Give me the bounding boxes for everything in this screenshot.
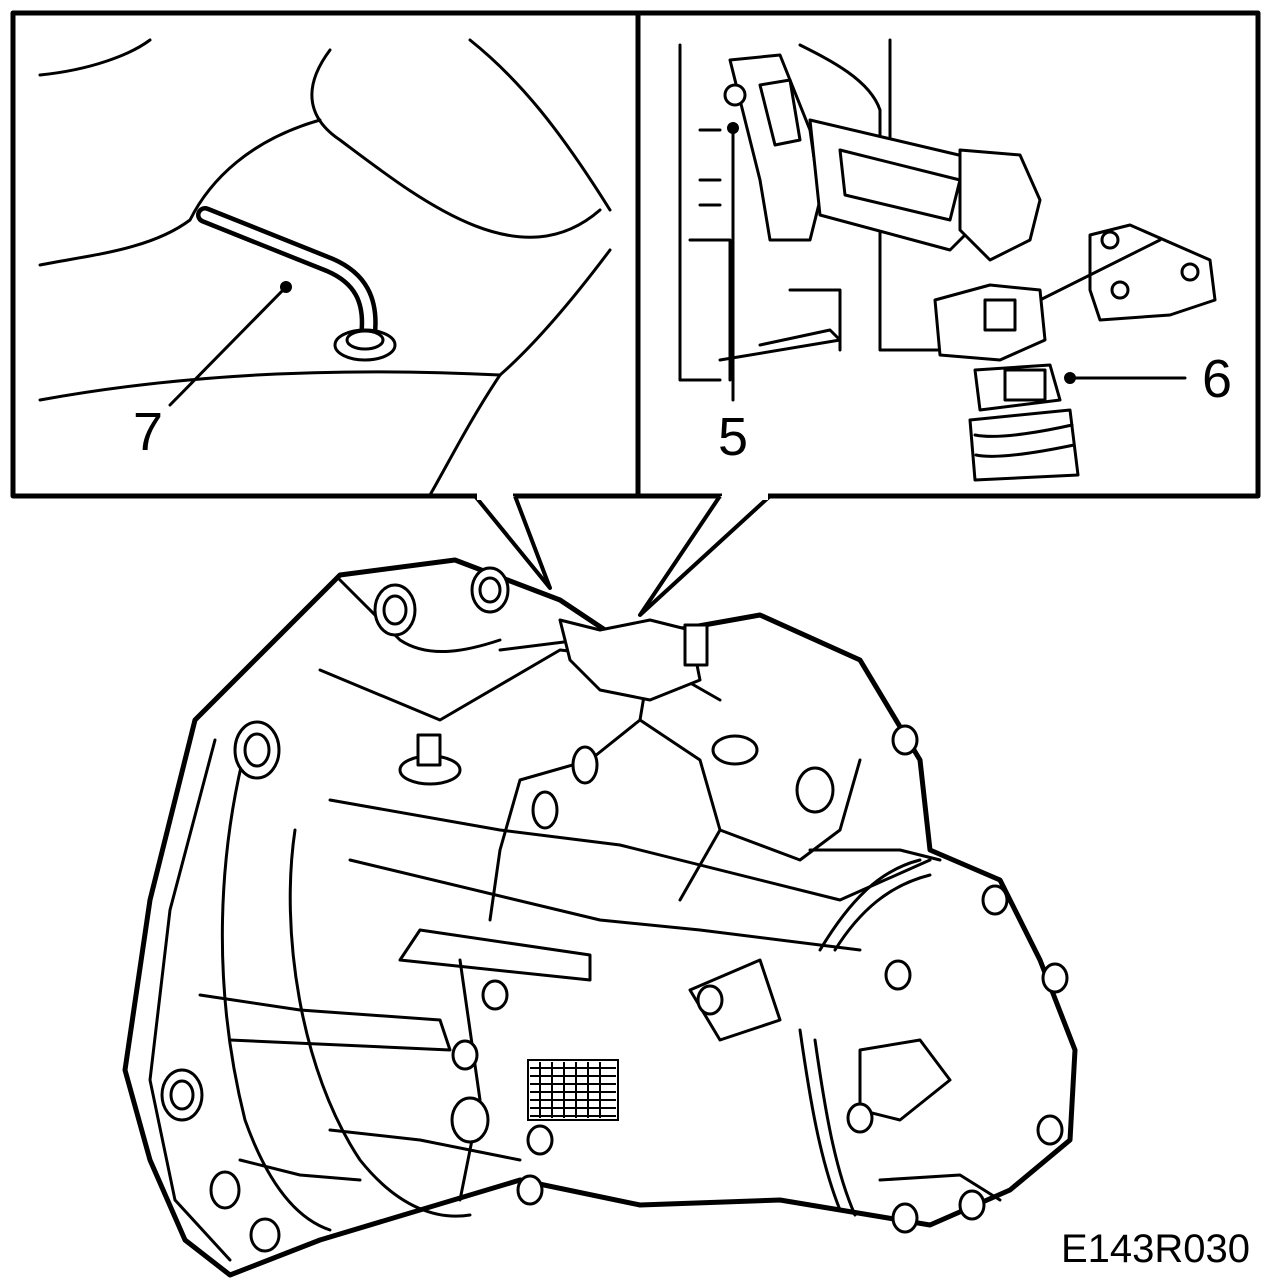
callout-7: 7 — [133, 402, 163, 462]
detail-panel-left: 7 — [10, 10, 641, 499]
leader-line-7 — [168, 285, 288, 407]
detail-panel-right: 5 6 — [635, 10, 1261, 499]
selector-arm — [723, 53, 992, 252]
pointer-wedge-left — [473, 494, 552, 590]
pointer-wedges — [473, 490, 772, 617]
bell-bolts — [160, 566, 510, 1253]
cable-bracket — [933, 148, 1217, 482]
callout-5: 5 — [718, 407, 748, 467]
pointer-wedge-right — [638, 494, 772, 617]
vent-grille — [527, 1059, 619, 1121]
detail-frame-right — [635, 10, 1261, 499]
casing-bolts — [450, 664, 1069, 1234]
figure-id: E143R030 — [1061, 1227, 1250, 1271]
gearbox-illustration — [122, 557, 1078, 1278]
breather-pipe — [196, 206, 397, 362]
callout-6: 6 — [1202, 349, 1232, 409]
